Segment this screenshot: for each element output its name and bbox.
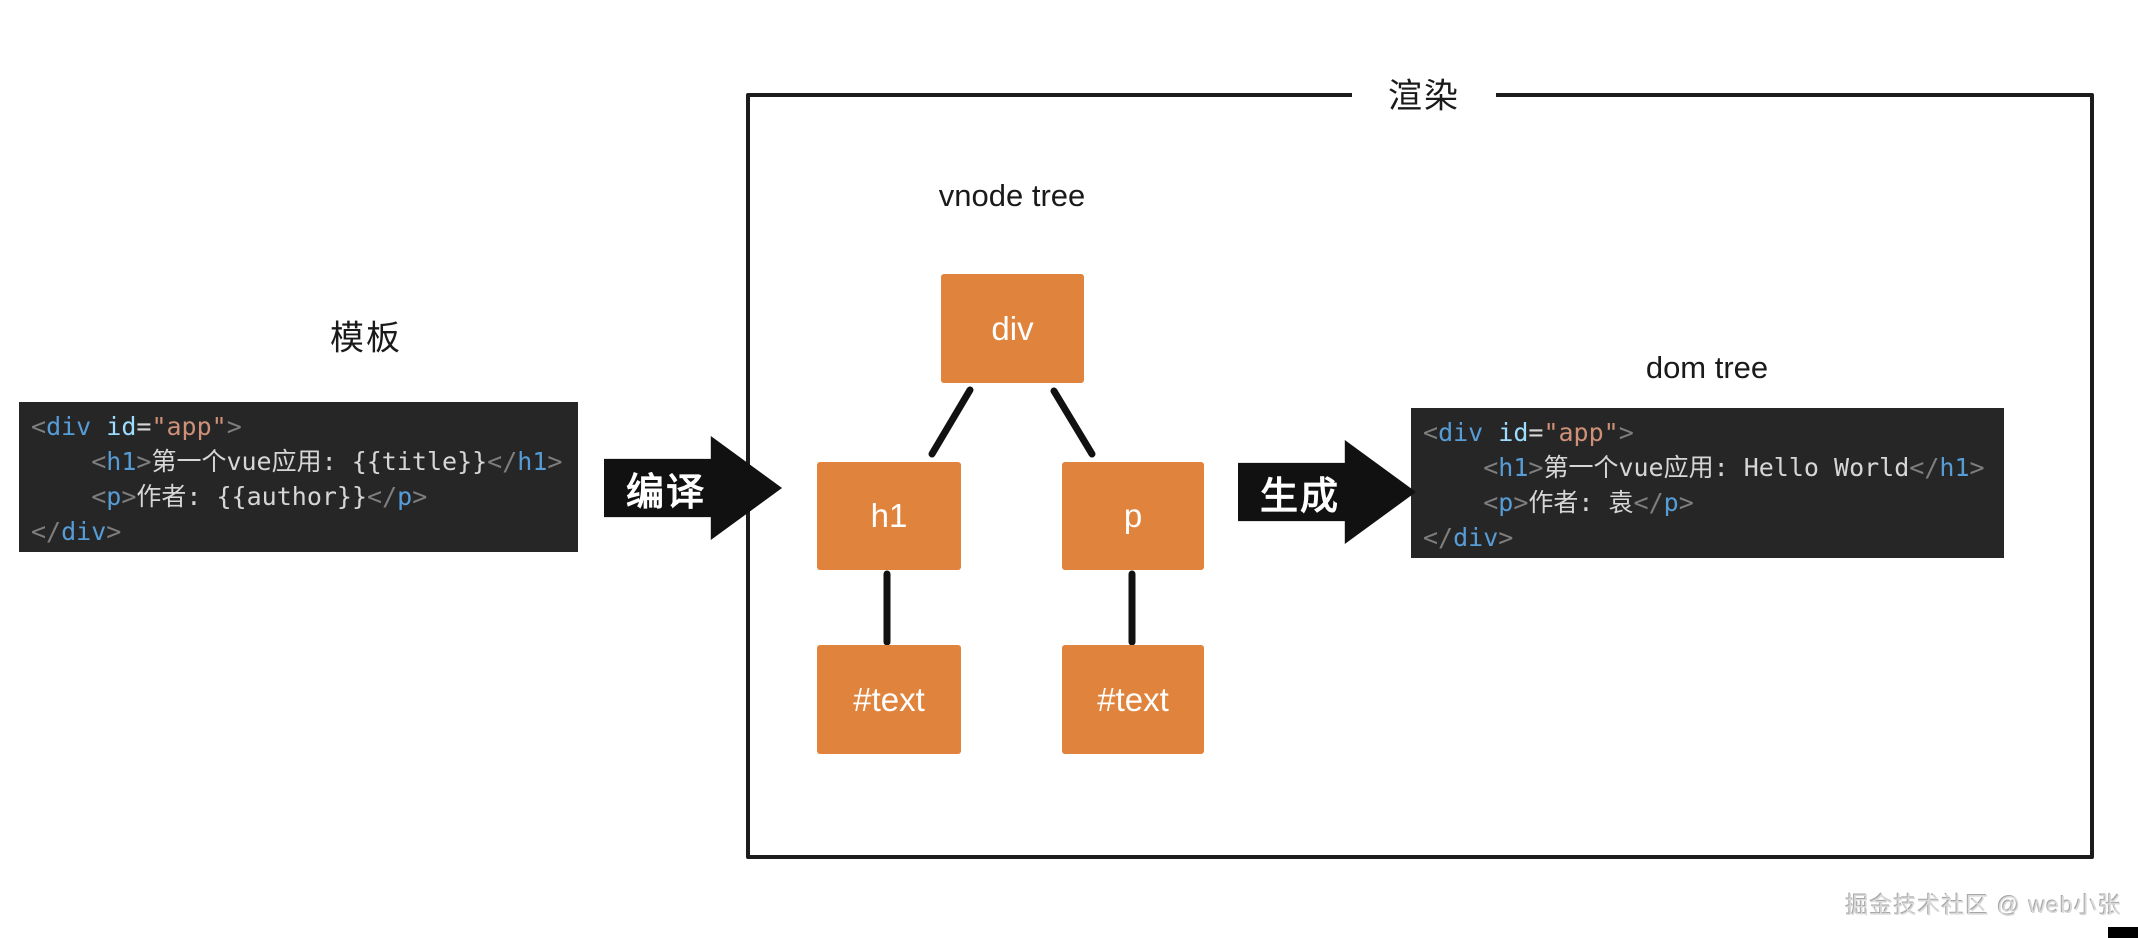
code-line: <h1>第一个vue应用: {{title}}</h1>	[91, 447, 563, 476]
compile-arrow-label: 编译	[626, 471, 707, 514]
tree-connector-lines	[883, 386, 1136, 646]
vnode-tree-label: vnode tree	[938, 178, 1086, 213]
tree-node-text-right-label: #text	[1097, 680, 1169, 718]
tree-node-div-label: div	[991, 309, 1034, 347]
template-label: 模板	[330, 319, 402, 358]
code-line: </div>	[1423, 523, 1514, 552]
code-line: </div>	[31, 517, 122, 546]
tree-node-text-left-label: #text	[853, 680, 925, 718]
tree-node-h1-label: h1	[870, 497, 908, 534]
watermark: 掘金技术社区 @ web小张	[1845, 892, 2122, 918]
render-box: 渲染 vnode tree div h1 p #text #text 生成	[746, 64, 2094, 859]
dom-tree-label: dom tree	[1645, 350, 1769, 385]
template-code-block: <div id="app"> <h1>第一个vue应用: {{title}}</…	[19, 402, 578, 552]
tree-node-div: div	[941, 274, 1084, 383]
tree-node-text-right: #text	[1062, 645, 1204, 754]
code-line: <p>作者: {{author}}</p>	[91, 482, 428, 511]
tree-node-p-label: p	[1123, 497, 1143, 534]
code-line: <h1>第一个vue应用: Hello World</h1>	[1483, 453, 1985, 482]
tree-node-h1: h1	[817, 462, 961, 570]
code-line: <div id="app">	[31, 412, 242, 441]
code-line: <div id="app">	[1423, 418, 1634, 447]
render-box-title: 渲染	[1352, 64, 1496, 122]
generate-arrow-label: 生成	[1260, 475, 1341, 518]
tree-node-p: p	[1062, 462, 1204, 570]
dom-code-block: <div id="app"> <h1>第一个vue应用: Hello World…	[1411, 408, 2004, 558]
corner-mark	[2108, 927, 2138, 938]
tree-node-text-left: #text	[817, 645, 961, 754]
code-line: <p>作者: 袁</p>	[1483, 488, 1694, 517]
